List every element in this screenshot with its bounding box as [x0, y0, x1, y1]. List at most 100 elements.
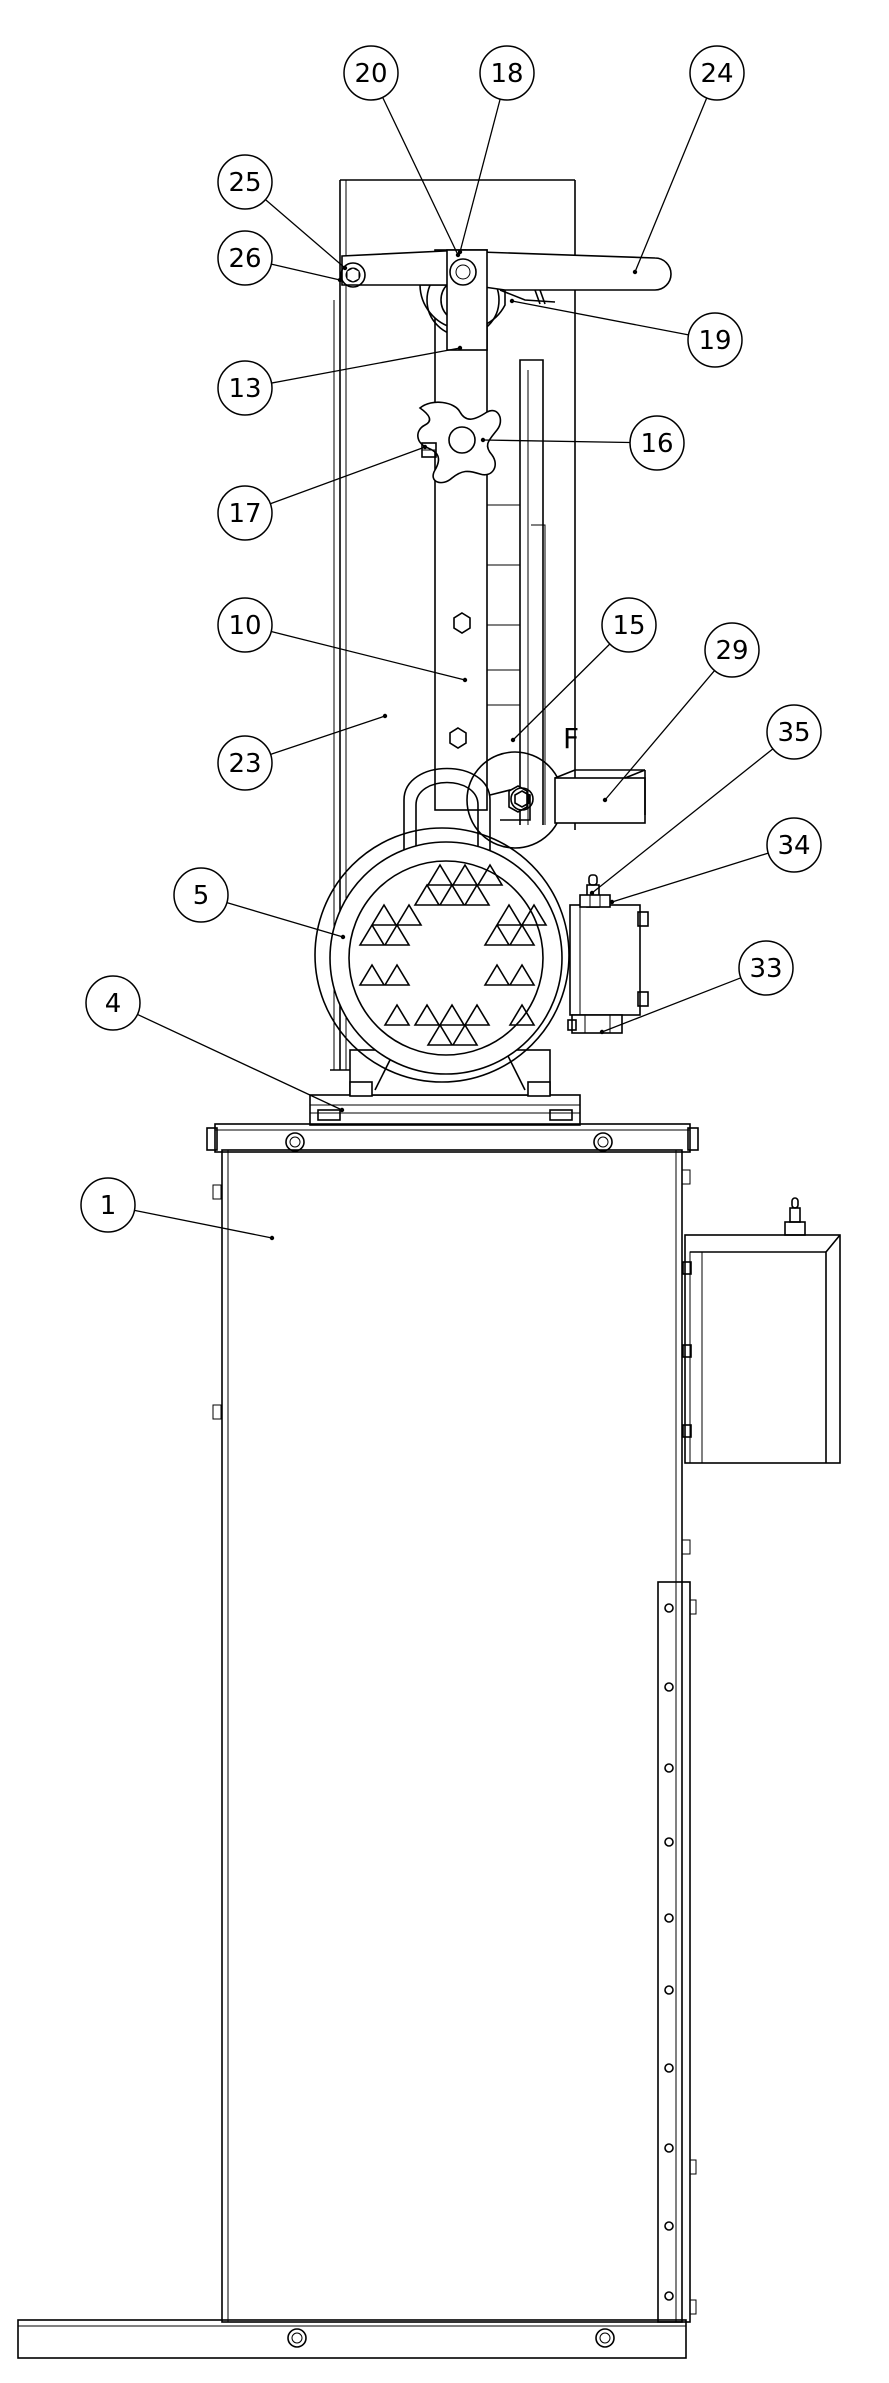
- balloon-label-10: 10: [228, 611, 261, 641]
- leader-dot-35: [589, 890, 595, 896]
- motor-mount-plate: [309, 1094, 581, 1126]
- leader-line-5: [226, 902, 344, 938]
- balloon-label-33: 33: [749, 954, 782, 984]
- base-bolt-right: [595, 2328, 615, 2348]
- arm-hex-bolt-upper: [453, 612, 471, 634]
- balloon-circle-25: [217, 154, 273, 210]
- balloon-16: 16: [480, 415, 685, 471]
- balloon-label-1: 1: [100, 1191, 117, 1221]
- balloon-4: 4: [85, 975, 345, 1113]
- leader-dot-17: [422, 444, 428, 450]
- balloon-17: 17: [217, 444, 428, 541]
- knob-washer: [421, 442, 437, 458]
- leader-dot-5: [340, 934, 346, 940]
- side-toggle-switch: [784, 1197, 806, 1236]
- balloon-25: 25: [217, 154, 348, 271]
- balloon-circle-5: [173, 867, 229, 923]
- balloon-label-17: 17: [228, 499, 261, 529]
- balloon-circle-35: [766, 704, 822, 760]
- balloon-circle-19: [687, 312, 743, 368]
- balloon-15: 15: [510, 597, 657, 743]
- cable-gland-33: [567, 1014, 623, 1034]
- balloon-1: 1: [80, 1177, 275, 1241]
- balloon-label-16: 16: [640, 429, 673, 459]
- star-knob: [417, 401, 502, 484]
- leader-line-34: [611, 852, 769, 903]
- balloon-29: 29: [602, 622, 760, 803]
- balloon-circle-26: [217, 230, 273, 286]
- leader-dot-25: [342, 265, 348, 271]
- balloon-23: 23: [217, 713, 388, 791]
- balloon-circle-17: [217, 485, 273, 541]
- leader-line-1: [134, 1209, 273, 1239]
- balloon-label-13: 13: [228, 374, 261, 404]
- leader-line-23: [270, 715, 386, 756]
- cabinet: [206, 1123, 699, 2323]
- arm-hex-bolt-lower: [449, 727, 467, 749]
- balloon-circle-1: [80, 1177, 136, 1233]
- leader-dot-24: [632, 269, 638, 275]
- balloon-circle-33: [738, 940, 794, 996]
- balloon-label-24: 24: [700, 59, 733, 89]
- motor: [314, 767, 570, 1097]
- leader-line-15: [512, 643, 611, 741]
- balloon-label-29: 29: [715, 636, 748, 666]
- leader-line-35: [591, 748, 774, 894]
- switch-box: [567, 874, 649, 1034]
- lever-pivot-bolt: [340, 262, 366, 288]
- balloon-label-34: 34: [777, 831, 810, 861]
- balloon-19: 19: [509, 298, 743, 368]
- balloon-label-15: 15: [612, 611, 645, 641]
- balloon-circle-10: [217, 597, 273, 653]
- balloon-circle-18: [479, 45, 535, 101]
- leader-dot-4: [339, 1107, 345, 1113]
- side-control-box: [682, 1197, 841, 1464]
- balloon-13: 13: [217, 345, 463, 416]
- leader-line-13: [271, 347, 461, 384]
- leader-line-25: [265, 199, 346, 269]
- balloon-18: 18: [457, 45, 535, 255]
- leader-line-20: [382, 97, 459, 256]
- lever-bracket: [446, 249, 488, 351]
- balloon-5: 5: [173, 867, 346, 940]
- slide-rail: [519, 359, 546, 825]
- leader-line-18: [459, 98, 501, 253]
- leader-dot-16: [480, 437, 486, 443]
- balloon-35: 35: [589, 704, 822, 896]
- hinge-screws: [664, 1603, 674, 2301]
- clamp-hex-bolt: [508, 785, 534, 813]
- leader-dot-18: [457, 249, 463, 255]
- leader-dot-33: [599, 1029, 605, 1035]
- balloon-circle-23: [217, 735, 273, 791]
- balloon-label-5: 5: [193, 881, 210, 911]
- leader-line-33: [601, 977, 742, 1033]
- lever-handle: [341, 249, 672, 305]
- detail-f-label: F: [563, 722, 579, 755]
- balloon-34: 34: [609, 817, 822, 905]
- leader-line-10: [271, 630, 466, 681]
- balloon-circle-34: [766, 817, 822, 873]
- balloon-label-35: 35: [777, 718, 810, 748]
- balloon-10: 10: [217, 597, 468, 683]
- balloon-label-25: 25: [228, 168, 261, 198]
- balloon-circle-15: [601, 597, 657, 653]
- leader-dot-26: [337, 277, 343, 283]
- leader-line-17: [270, 446, 426, 505]
- leader-line-29: [604, 670, 716, 801]
- balloon-circle-4: [85, 975, 141, 1031]
- balloon-20: 20: [343, 45, 461, 258]
- leader-line-19: [511, 300, 689, 336]
- balloon-circle-20: [343, 45, 399, 101]
- fan-cover-grille: [358, 863, 548, 1046]
- base-bolt-left: [287, 2328, 307, 2348]
- balloon-label-20: 20: [354, 59, 387, 89]
- leader-dot-19: [509, 298, 515, 304]
- balloon-24: 24: [632, 45, 745, 275]
- balloon-label-23: 23: [228, 749, 261, 779]
- leader-line-26: [271, 263, 341, 281]
- balloon-label-26: 26: [228, 244, 261, 274]
- balloon-label-4: 4: [105, 989, 122, 1019]
- balloon-circle-13: [217, 360, 273, 416]
- balloon-label-19: 19: [698, 326, 731, 356]
